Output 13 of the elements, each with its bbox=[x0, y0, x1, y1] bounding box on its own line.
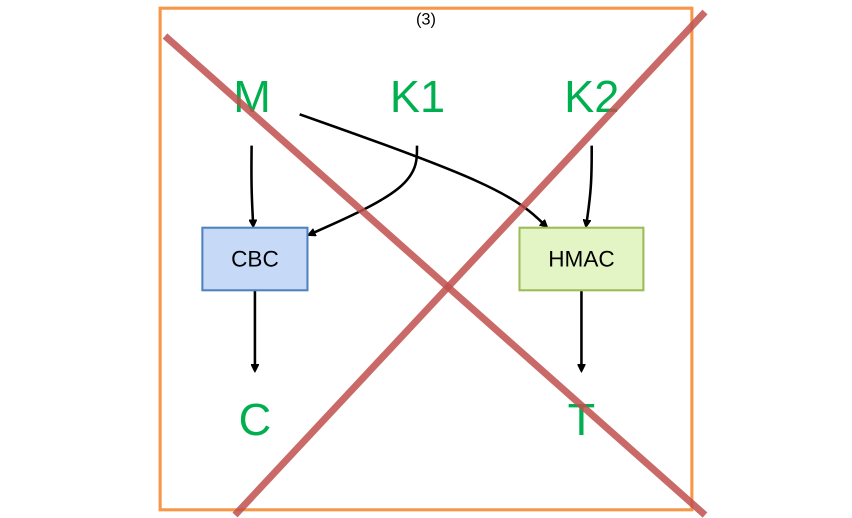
arrow bbox=[576, 290, 586, 373]
arrow bbox=[248, 146, 258, 228]
node-text: K2 bbox=[564, 72, 620, 122]
node-box: CBC bbox=[201, 226, 308, 292]
arrow bbox=[299, 113, 548, 228]
arrow bbox=[582, 146, 593, 228]
arrow bbox=[250, 290, 260, 373]
node-text: M bbox=[233, 72, 271, 122]
node-text: K1 bbox=[390, 72, 446, 122]
node-text: C bbox=[238, 394, 272, 446]
node-box: HMAC bbox=[518, 226, 644, 292]
arrow bbox=[307, 146, 418, 236]
node-text: T bbox=[568, 394, 596, 446]
